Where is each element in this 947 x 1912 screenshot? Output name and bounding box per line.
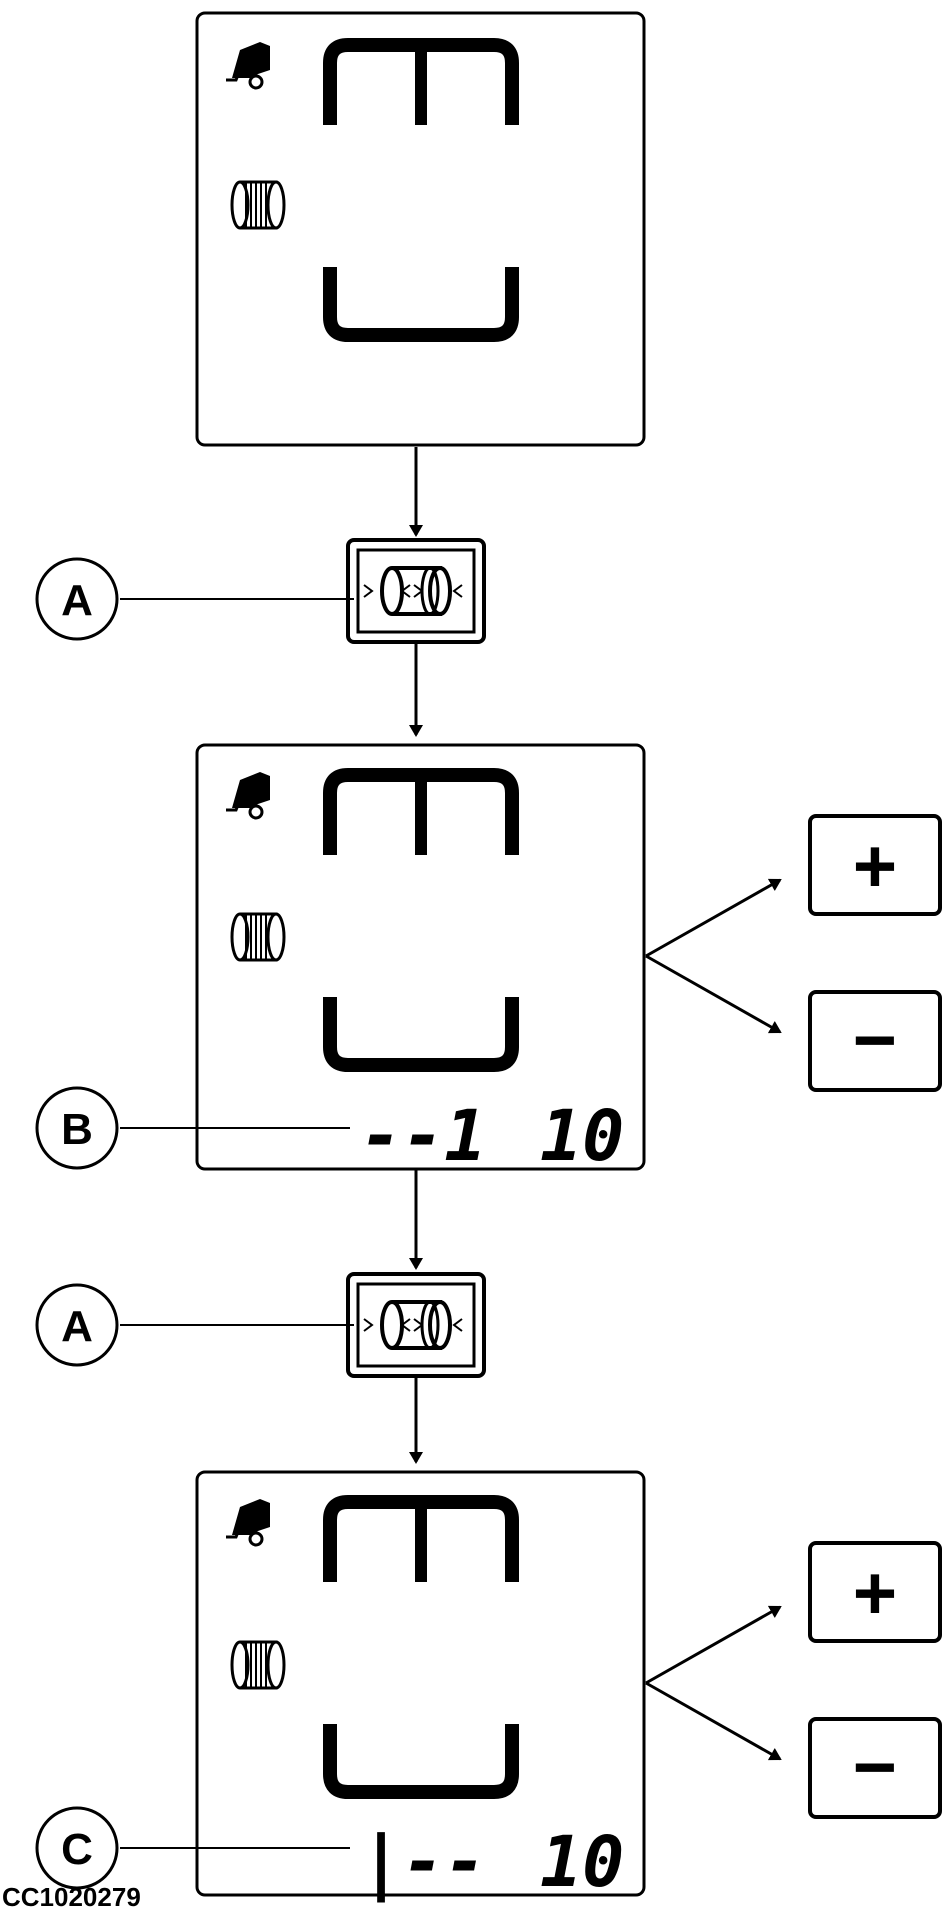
branch-arrow-plus xyxy=(645,1605,782,1685)
readout-left-value: --1 xyxy=(360,1095,486,1177)
branch-arrow-minus xyxy=(645,954,782,1034)
callout-c-circle xyxy=(35,1806,119,1890)
branch-arrow-minus xyxy=(645,1681,782,1761)
monitor-screen-initial xyxy=(195,11,646,447)
branch-arrow-plus xyxy=(645,878,782,958)
callout-c-label: C xyxy=(61,1825,93,1874)
figure-id: CC1020279 xyxy=(2,1882,141,1912)
callout-a-circle xyxy=(35,1283,119,1367)
callout-b-label: B xyxy=(61,1105,93,1154)
bale-icon xyxy=(230,912,286,962)
minus-button[interactable]: − xyxy=(808,1717,942,1819)
plus-button-label: + xyxy=(853,824,897,909)
readout-left-value: |-- xyxy=(360,1821,486,1903)
bale-select-button[interactable] xyxy=(346,538,486,644)
bale-select-button[interactable] xyxy=(346,1272,486,1378)
plus-button[interactable]: + xyxy=(808,814,942,916)
minus-button-label: − xyxy=(853,998,897,1083)
plus-button-label: + xyxy=(853,1551,897,1636)
readout-right-value: 10 xyxy=(540,1821,624,1903)
bale-icon xyxy=(230,180,286,230)
monitor-screen-density-left: --1 10 xyxy=(195,743,646,1177)
minus-button-label: − xyxy=(853,1725,897,1810)
readout-right-value: 10 xyxy=(540,1095,624,1177)
minus-button[interactable]: − xyxy=(808,990,942,1092)
plus-button[interactable]: + xyxy=(808,1541,942,1643)
bale-icon xyxy=(230,1640,286,1690)
bale-select-button-icon xyxy=(346,538,486,644)
callout-a-circle xyxy=(35,557,119,641)
callout-a-label: A xyxy=(61,576,93,625)
bale-select-button-icon xyxy=(346,1272,486,1378)
callout-a-label: A xyxy=(61,1302,93,1351)
monitor-screen-density-right: |-- 10 xyxy=(195,1470,646,1903)
callout-b-circle xyxy=(35,1086,119,1170)
